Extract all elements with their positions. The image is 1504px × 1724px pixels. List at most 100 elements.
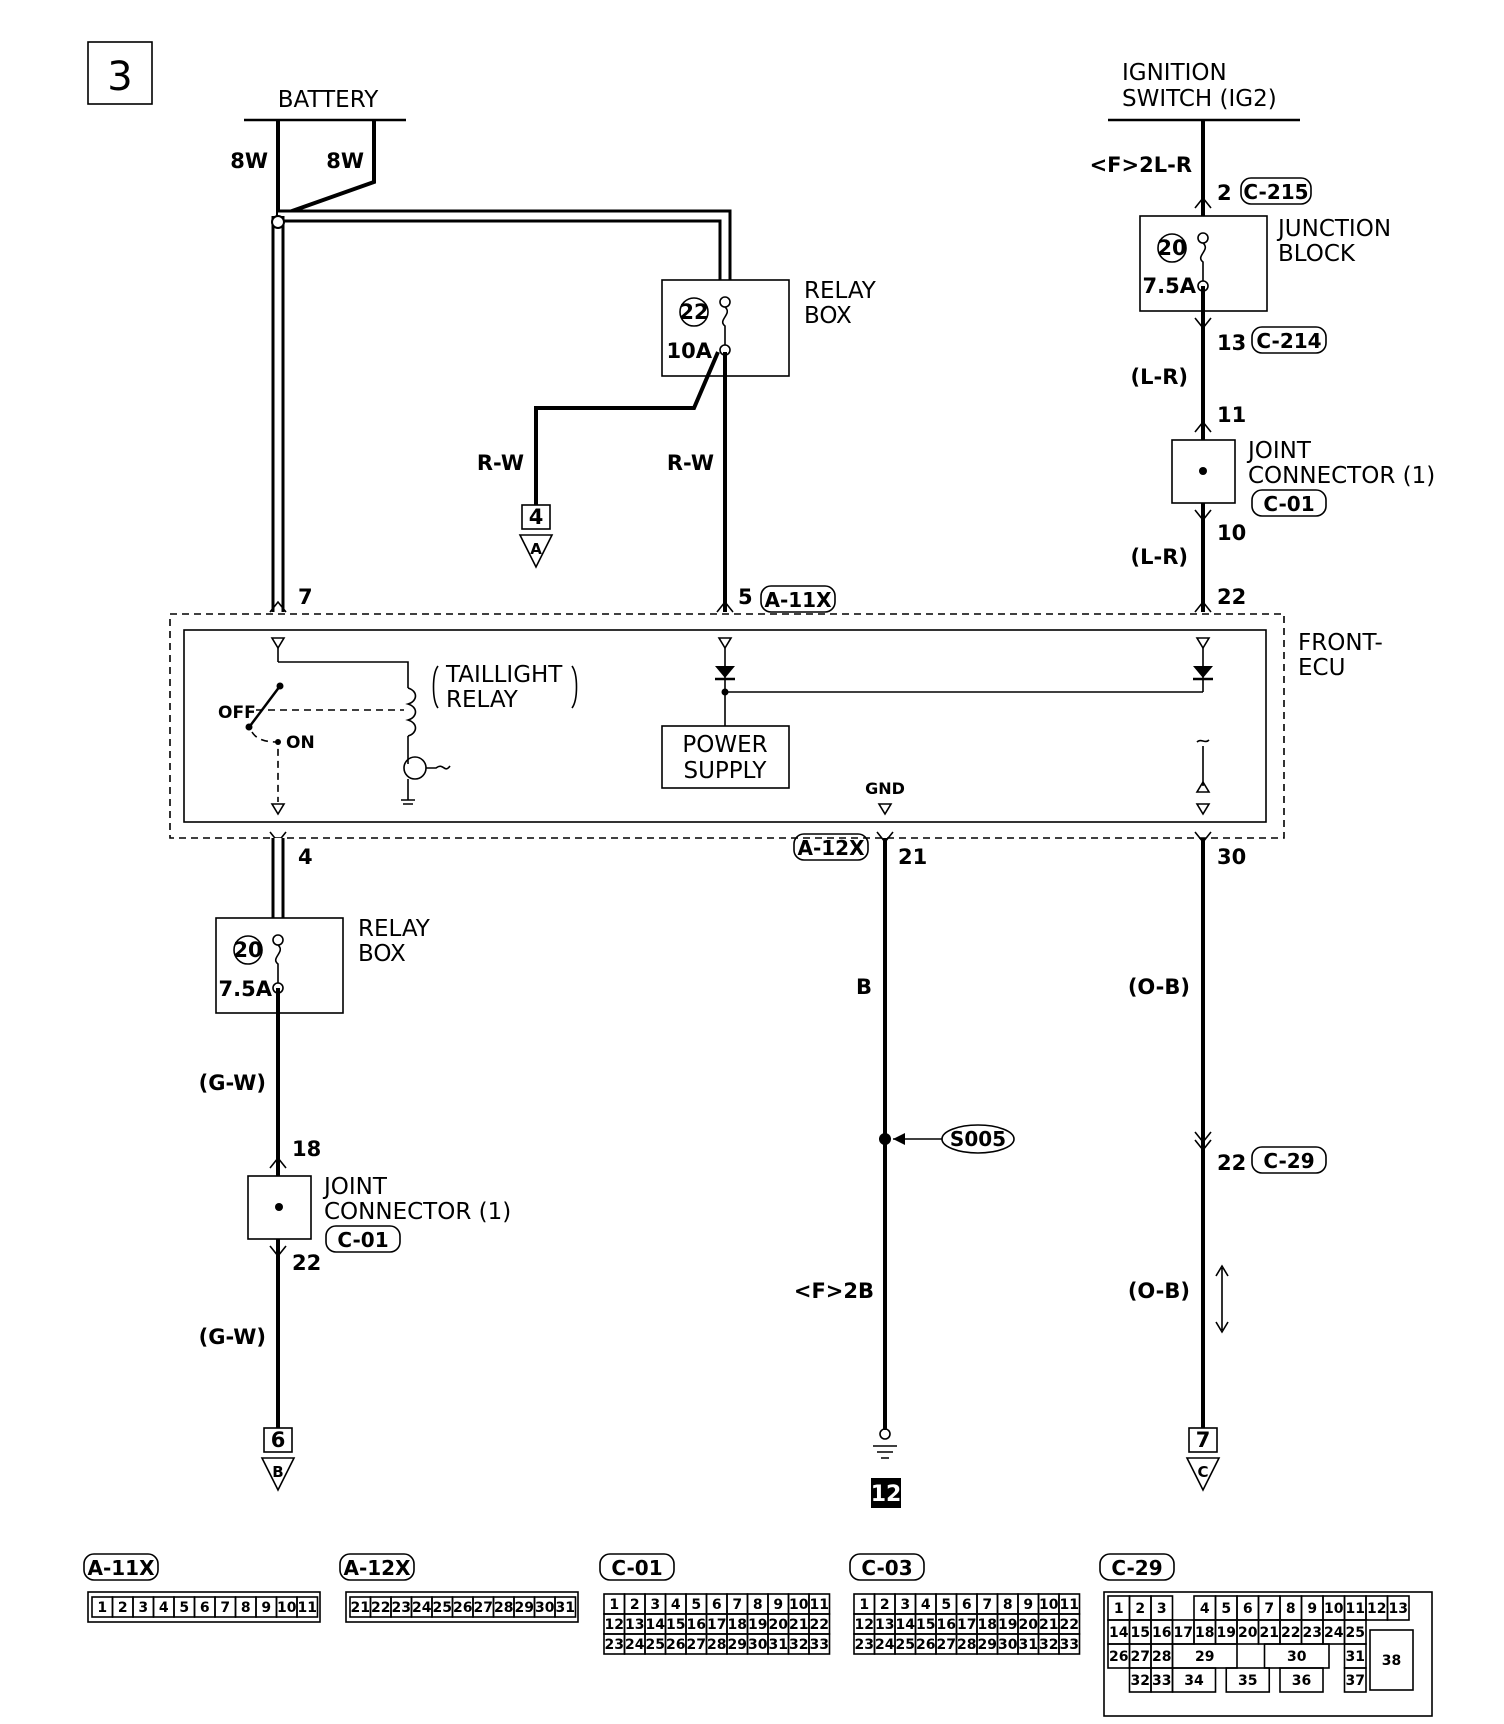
switch-contact-on	[275, 739, 281, 745]
c29-pin-label: 12	[1367, 1601, 1386, 1617]
c01-pin-label: 28	[707, 1637, 726, 1653]
c29-title: C-29	[1111, 1556, 1162, 1580]
offpage-c-box	[1188, 1427, 1218, 1453]
taillight-label-2: RELAY	[446, 687, 519, 713]
diode-left-icon	[715, 666, 735, 678]
c29-pin-label: 2	[1135, 1601, 1145, 1617]
a11x-cell	[296, 1596, 319, 1618]
a11x-pin-label: 4	[159, 1600, 169, 1616]
c01-right-ref-box	[1251, 489, 1327, 517]
wire-rw-to-offpage-a	[534, 351, 720, 505]
c01-pin-label: 12	[605, 1617, 624, 1633]
c03-pin-label: 4	[921, 1597, 931, 1613]
front-ecu-label-1: FRONT-	[1298, 630, 1383, 656]
offpage-a-num: 4	[529, 505, 544, 529]
c03-pin-label: 8	[1003, 1597, 1013, 1613]
c29-pin-label: 35	[1238, 1673, 1257, 1689]
c03-title-box	[849, 1553, 925, 1581]
c03-pin-label: 9	[1023, 1597, 1033, 1613]
a11x-pin-label: 3	[138, 1600, 148, 1616]
c03-pin-label: 3	[900, 1597, 910, 1613]
c01-pin-label: 18	[728, 1617, 747, 1633]
taillight-bracket-right	[571, 665, 578, 709]
c03-pin-label: 21	[1039, 1617, 1058, 1633]
c01-pin-label: 7	[732, 1597, 742, 1613]
wire-label-gw-2: (G-W)	[199, 1325, 266, 1349]
pin-18: 18	[292, 1137, 321, 1161]
c215-ref-box	[1240, 177, 1312, 205]
c01-pin-label: 22	[810, 1617, 829, 1633]
c29-pin-label: 10	[1324, 1601, 1344, 1617]
a11x-pin-label: 7	[220, 1600, 230, 1616]
junction-fuse-circle	[1157, 233, 1187, 263]
c29-pin-label: 34	[1184, 1673, 1204, 1689]
wire-label-lr-1: (L-R)	[1131, 365, 1188, 389]
c01-pin-label: 17	[707, 1617, 726, 1633]
a11x-ref-box	[760, 585, 836, 613]
c03-pin-label: 33	[1060, 1637, 1079, 1653]
c03-pin-label: 17	[957, 1617, 976, 1633]
a12x-pin-label: 22	[371, 1600, 390, 1616]
c01-title: C-01	[611, 1556, 662, 1580]
c29-pin-label: 27	[1131, 1649, 1150, 1665]
c29-cell	[1369, 1629, 1414, 1691]
taillight-label-1: TAILLIGHT	[445, 662, 563, 688]
connector-arrow-18	[269, 1156, 287, 1169]
taillight-coil-feed	[278, 661, 409, 688]
c01-pin-label: 29	[728, 1637, 747, 1653]
offpage-b-box	[263, 1427, 293, 1453]
offpage-b-triangle	[260, 1457, 296, 1492]
c01-pin-label: 3	[650, 1597, 660, 1613]
c03-pin-label: 22	[1060, 1617, 1079, 1633]
a11x-pin-label: 11	[298, 1600, 317, 1616]
wire-battery-to-relay-top-inner	[278, 212, 729, 300]
c03-pin-label: 25	[896, 1637, 915, 1653]
transistor-base	[426, 765, 451, 770]
wire-label-lr-2: (L-R)	[1131, 545, 1188, 569]
c01-pin-label: 1	[609, 1597, 619, 1613]
c29-pin-label: 32	[1131, 1673, 1150, 1689]
connector-face-c03: C-03	[849, 1553, 925, 1581]
c01-pin-label: 9	[773, 1597, 783, 1613]
c29-pin-label: 1	[1114, 1601, 1124, 1617]
wire-label-ob-1: (O-B)	[1128, 975, 1190, 999]
a12x-pin-label: 21	[351, 1600, 370, 1616]
c03-pin-label: 7	[982, 1597, 992, 1613]
a12x-cell	[554, 1596, 577, 1618]
relay-bottom-fuse-circle	[233, 935, 263, 965]
c01-pin-label: 8	[753, 1597, 763, 1613]
relay-top-fuse-amp: 10A	[667, 339, 713, 363]
a12x-pin-label: 27	[474, 1600, 493, 1616]
gnd-label: GND	[865, 779, 905, 798]
c03-pin-label: 24	[875, 1637, 895, 1653]
a11x-pin-label: 8	[241, 1600, 251, 1616]
a12x-pin-label: 31	[556, 1600, 575, 1616]
c03-pin-label: 19	[998, 1617, 1017, 1633]
ground-12-box	[871, 1478, 901, 1508]
c03-pin-label: 26	[916, 1637, 935, 1653]
c29-title-box	[1099, 1553, 1175, 1581]
connector-arrow-c214	[1194, 317, 1212, 330]
pin30-inner-mark	[1196, 739, 1210, 743]
wire-battery-to-relay-top	[278, 209, 732, 300]
junction-label-1: JUNCTION	[1276, 216, 1391, 242]
wire-label-8w-left: 8W	[230, 149, 268, 173]
a11x-pin-label: 5	[179, 1600, 189, 1616]
c01-pin-label: 6	[712, 1597, 722, 1613]
page-number: 3	[107, 54, 132, 100]
a12x-pin-label: 26	[453, 1600, 472, 1616]
ignition-label-1: IGNITION	[1122, 60, 1227, 86]
c29-pin-label: 18	[1195, 1625, 1214, 1641]
c03-pin-label: 28	[957, 1637, 976, 1653]
c29-pin-label: 22	[1281, 1625, 1300, 1641]
ecu-pin5-inner-marker	[717, 637, 733, 650]
c03-pin-label: 18	[978, 1617, 997, 1633]
connector-arrow-11	[1194, 420, 1212, 433]
c29-pin-label: 11	[1346, 1601, 1365, 1617]
junction-fuse-amp: 7.5A	[1143, 274, 1197, 298]
c01-pin-label: 2	[630, 1597, 640, 1613]
c01-pin-label: 32	[789, 1637, 808, 1653]
front-ecu-box	[183, 629, 1267, 823]
a12x-shell	[345, 1591, 579, 1623]
c214-ref-box	[1251, 326, 1327, 354]
